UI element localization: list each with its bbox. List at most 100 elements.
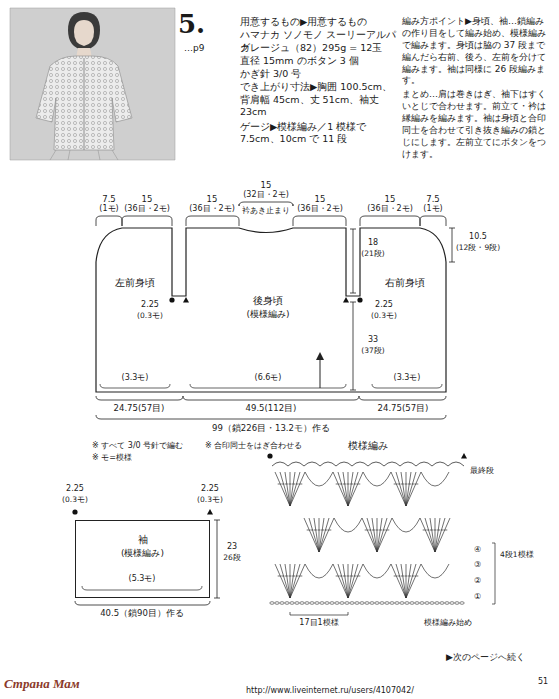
pattern-text: 15 — [385, 194, 396, 205]
pattern-text: 51 — [538, 677, 548, 687]
chain-stitch — [420, 602, 424, 605]
pattern-text: 15 — [142, 194, 153, 205]
pattern-number: 5. — [178, 8, 205, 41]
chain-stitch — [300, 602, 304, 605]
pattern-text: (36目・2モ) — [189, 204, 235, 214]
shell-stitches — [333, 472, 363, 506]
pattern-text: 7.5 — [102, 194, 116, 205]
chain-stitch — [440, 602, 444, 605]
chain-stitch — [415, 602, 419, 605]
dimension-line — [350, 302, 356, 390]
piece-name: 袖 — [138, 533, 148, 547]
pattern-text: 2.25 — [66, 484, 84, 494]
shell-stitches — [362, 518, 392, 552]
dimension-bracket — [96, 216, 122, 226]
pattern-text: (12段・9段) — [456, 243, 500, 252]
pattern-text: 最終段 — [470, 466, 494, 476]
chain-loop — [305, 564, 333, 578]
pattern-text: 編み方ポイント▶身頃、袖…鎖編みの作り目をして編み始め、模様編みで編みます。身頃… — [402, 16, 552, 87]
chain-stitch — [455, 602, 459, 605]
pattern-count-bracket — [372, 384, 442, 388]
pattern-text: …p9 — [184, 43, 204, 54]
pattern-text: 15 — [207, 194, 218, 205]
chain-stitch — [275, 602, 279, 605]
pattern-text: 2.25 — [201, 484, 219, 494]
chain-loop — [392, 518, 420, 532]
pattern-text: 24.75(57目) — [114, 403, 165, 414]
pattern-text: かぎ針 3/0 号 — [240, 68, 398, 81]
pattern-text: http://www.liveinternet.ru/users/4107042… — [246, 686, 414, 696]
chain-stitch — [445, 602, 449, 605]
pattern-text: 2.25 — [141, 300, 159, 310]
pattern-text: ※ すべて 3/0 号針で編む — [92, 441, 183, 451]
skirt-lines — [50, 150, 118, 160]
chain-stitch — [375, 602, 379, 605]
chain-loop — [363, 472, 391, 486]
pattern-text: 10.5 — [469, 232, 487, 242]
dimension-bracket — [360, 216, 420, 226]
dimension-bracket — [96, 415, 446, 419]
dimension-line — [214, 520, 220, 598]
body-panel: 左前身頃 — [111, 274, 159, 292]
pattern-text: (0.3モ) — [137, 311, 163, 320]
pattern-text: (3.3モ) — [122, 373, 149, 383]
model-hair — [68, 12, 100, 50]
chain-stitch — [395, 602, 399, 605]
cardigan-front-edge — [84, 58, 85, 150]
shell-stitches — [304, 518, 334, 552]
stitch-name: (模様編み) — [121, 547, 164, 560]
chain-stitch — [390, 602, 394, 605]
pattern-text: (37段) — [361, 346, 384, 355]
shell-stitches — [275, 472, 305, 506]
pattern-text: 18 — [368, 238, 378, 248]
stitch-name: (模様編み) — [246, 308, 289, 321]
chain-loop — [305, 472, 333, 486]
body-panel: 後身頃(模様編み) — [242, 292, 293, 323]
chain-stitch — [280, 602, 284, 605]
piece-name: 右前身頃 — [385, 276, 425, 290]
pattern-text: 15 — [315, 194, 326, 205]
pattern-text: でき上がり寸法▶胸囲 100.5cm、背肩幅 45cm、丈 51cm、袖丈 23… — [240, 81, 398, 119]
chain-loop — [421, 472, 449, 486]
chain-stitch — [405, 602, 409, 605]
chain-stitch — [295, 602, 299, 605]
pattern-text: 直径 15mm のボタン 3 個 — [240, 55, 398, 68]
pattern-text: ② — [474, 576, 481, 586]
pattern-text: ▶次のページへ続く — [446, 652, 525, 663]
chain-stitch — [350, 602, 354, 605]
chain-stitch — [380, 602, 384, 605]
chain-stitch — [345, 602, 349, 605]
pattern-text: (1モ) — [99, 204, 118, 214]
chain-loop — [421, 564, 449, 578]
pattern-text: (36目・2モ) — [367, 204, 413, 214]
chain-stitch — [320, 602, 324, 605]
pattern-text: (1モ) — [423, 204, 442, 214]
body-panel: 右前身頃 — [381, 274, 429, 292]
pattern-text: (0.3モ) — [62, 495, 88, 504]
dimension-bracket — [293, 216, 346, 226]
dimension-bracket — [96, 396, 183, 400]
dimension-bracket — [359, 396, 446, 400]
photo-frame — [10, 8, 175, 160]
pattern-text: (6.6モ) — [255, 373, 282, 383]
match-mark-dot — [169, 297, 174, 302]
shell-stitches — [275, 564, 305, 598]
dimension-bracket — [186, 216, 239, 226]
pattern-text: 33 — [368, 335, 378, 345]
piece-name: 後身頃 — [253, 294, 283, 308]
pattern-text: 模様編み始め — [424, 618, 472, 628]
pattern-text: ※ モ=模様 — [92, 453, 132, 463]
chain-stitch — [325, 602, 329, 605]
chain-stitch — [430, 602, 434, 605]
pattern-text: ④ — [474, 545, 481, 555]
shell-stitches — [333, 564, 363, 598]
pattern-text: (0.3モ) — [197, 495, 223, 504]
pattern-count-bracket — [82, 586, 202, 590]
pattern-text: 26段 — [223, 553, 241, 562]
pattern-text: 49.5(112目) — [246, 403, 297, 414]
pattern-text: 24.75(57目) — [378, 403, 429, 414]
shell-stitches — [420, 518, 450, 552]
pattern-text: 用意するもの▶用意するもの — [240, 16, 398, 29]
match-mark-triangle — [461, 453, 467, 459]
pattern-text: 99（鎖226目・13.2モ）作る — [212, 423, 330, 434]
